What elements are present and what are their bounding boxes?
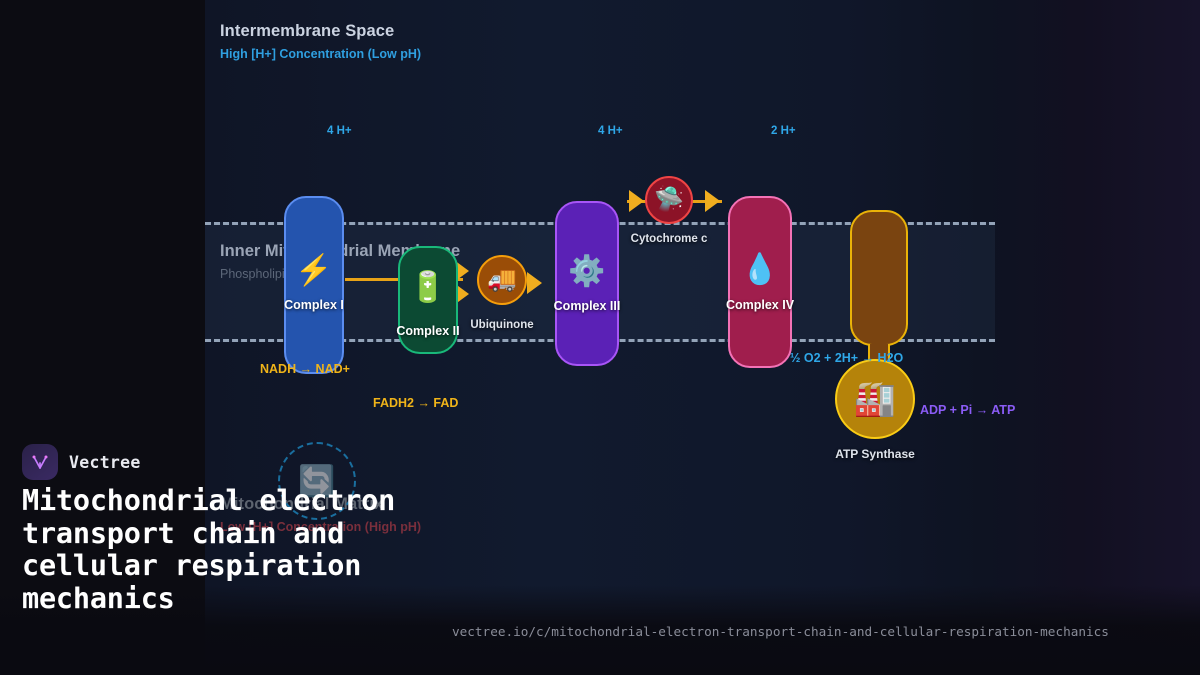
factory-icon: 🏭 (853, 380, 897, 418)
brand-block: Vectree (22, 444, 141, 480)
proton-label-complex-i: 4 H+ (327, 125, 352, 137)
atp-synthase-label: ATP Synthase (835, 447, 915, 461)
intermembrane-space-title: Intermembrane Space (220, 22, 395, 40)
arrow-head-ubiquinone-to-ciii (527, 272, 542, 294)
mitochondrial-matrix-subtitle: Low [H+] Concentration (High pH) (220, 520, 422, 534)
etc-diagram: Intermembrane Space High [H+] Concentrat… (205, 0, 1015, 600)
matrix-exchange-marker: 🔄 (278, 442, 356, 520)
intermembrane-space-label: Intermembrane Space High [H+] Concentrat… (220, 22, 421, 61)
reaction-oxygen: ½ O2 + 2H+ → H2O (790, 351, 904, 365)
ubiquinone-node[interactable]: 🚚 Ubiquinone (470, 255, 534, 331)
brand-name: Vectree (69, 452, 141, 472)
complex-ii-node[interactable]: 🔋 Complex II (396, 246, 460, 354)
complex-i-node[interactable]: ⚡ Complex I (284, 196, 344, 374)
water-drop-icon: 💧 (741, 253, 779, 286)
complex-i-label: Complex I (284, 298, 344, 312)
lightning-bolt-icon: ⚡ (295, 254, 333, 287)
cytochrome-c-label: Cytochrome c (630, 233, 708, 245)
ubiquinone-label: Ubiquinone (470, 319, 534, 331)
proton-label-complex-iv: 2 H+ (771, 125, 796, 137)
reaction-nadh: NADH → NAD+ (260, 362, 350, 376)
ufo-icon: 🛸 (654, 186, 684, 213)
gear-icon: ⚙️ (568, 254, 606, 288)
truck-icon: 🚚 (487, 266, 517, 293)
page-title: Mitochondrial electron transport chain a… (22, 484, 396, 615)
intermembrane-space-subtitle: High [H+] Concentration (Low pH) (220, 47, 422, 61)
battery-icon: 🔋 (409, 271, 447, 304)
complex-iii-label: Complex III (553, 299, 621, 313)
page-url: vectree.io/c/mitochondrial-electron-tran… (452, 624, 1109, 639)
reaction-fadh2: FADH2 → FAD (373, 396, 459, 410)
arrow-head-to-complex-iv (705, 190, 720, 212)
vectree-logo-icon (22, 444, 58, 480)
arrow-head-to-cytochrome-c (629, 190, 644, 212)
exchange-arrows-icon: 🔄 (298, 464, 336, 498)
cytochrome-c-node[interactable]: 🛸 Cytochrome c (631, 176, 707, 245)
atp-synthase-head[interactable]: 🏭 ATP Synthase (835, 359, 915, 461)
bottom-fade (0, 585, 1200, 675)
proton-label-complex-iii: 4 H+ (598, 125, 623, 137)
complex-iv-label: Complex IV (725, 298, 795, 312)
complex-ii-label: Complex II (396, 324, 460, 338)
background-left-gutter (0, 0, 205, 675)
complex-iii-node[interactable]: ⚙️ Complex III (553, 201, 621, 366)
complex-iv-node[interactable]: 💧 Complex IV (725, 196, 795, 368)
reaction-atp: ADP + Pi → ATP (920, 403, 1016, 417)
